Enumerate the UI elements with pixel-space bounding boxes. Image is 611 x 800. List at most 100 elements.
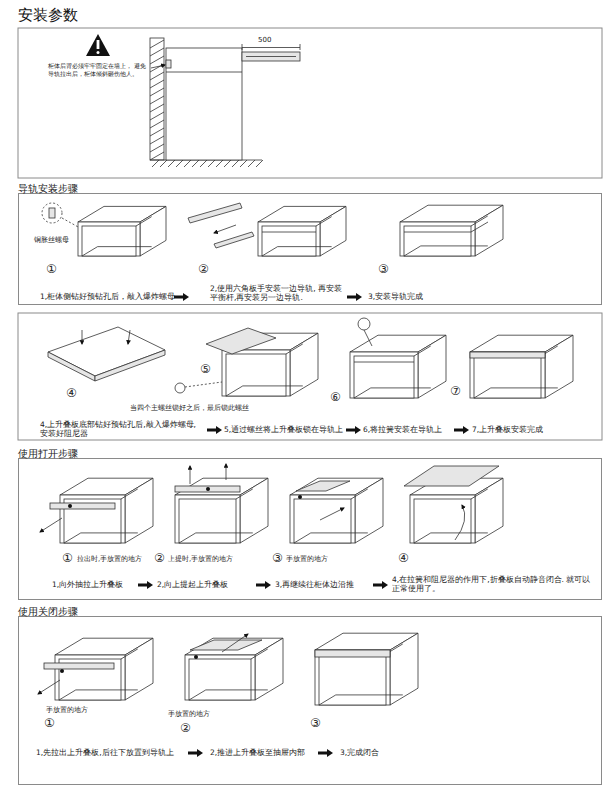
motion-arrow	[40, 518, 62, 532]
cabinet-side	[475, 205, 503, 256]
step-arrow	[346, 426, 361, 434]
board	[48, 327, 165, 376]
callout-number: ⑦	[450, 384, 461, 399]
tool-line	[364, 330, 372, 346]
board-edge	[95, 350, 165, 381]
cabinet-inner-edge	[414, 533, 488, 543]
step-arrow	[347, 293, 362, 301]
panel-frame	[18, 313, 602, 440]
floor-hatch	[256, 160, 263, 167]
hand-dot	[60, 669, 64, 673]
cabinet-opening	[179, 499, 236, 543]
step-arrow	[454, 426, 469, 434]
cabinet-inner-edge	[121, 489, 138, 499]
floor-hatch	[176, 160, 183, 167]
step-arrow	[318, 749, 333, 757]
motion-arrow	[320, 508, 344, 520]
section-heading: 使用打开步骤	[18, 448, 78, 460]
motion-arrow	[38, 680, 60, 694]
page-title: 安装参数	[18, 6, 78, 24]
step-arrow	[256, 581, 271, 589]
cabinet-side	[545, 335, 573, 398]
dimension: 500	[258, 36, 271, 45]
wall-hatch	[150, 64, 164, 72]
floor-hatch	[160, 160, 167, 167]
step-arrow	[373, 581, 388, 589]
note: 当四个主螺丝锁好之后，最后锁此螺丝	[130, 404, 249, 413]
hand-dot	[68, 504, 72, 508]
floor-hatch	[192, 160, 199, 167]
screw-arrow	[128, 330, 130, 344]
cabinet-inner-edge	[179, 533, 253, 543]
cabinet-front	[350, 352, 418, 398]
callout-number: ③	[378, 262, 389, 277]
step-caption: 5,通过螺丝将上升叠板锁在导轨上	[224, 425, 343, 434]
board-edge	[470, 352, 545, 358]
cabinet-line	[166, 72, 242, 73]
callout-number: ④	[66, 386, 77, 401]
nut-symbol	[49, 208, 55, 218]
wall	[150, 38, 164, 160]
cabinet-opening	[354, 356, 414, 398]
floor-hatch	[224, 160, 231, 167]
cabinet-front	[290, 495, 355, 543]
floor-hatch	[200, 160, 207, 167]
cabinet-side	[418, 335, 446, 398]
dimension-line	[242, 47, 300, 48]
motion-arrow	[190, 466, 191, 484]
callout-number: ①	[46, 262, 57, 277]
section-heading: 导轨安装步骤	[18, 183, 78, 195]
hand-dot	[206, 487, 210, 491]
cabinet-inner-edge	[351, 489, 368, 499]
step-caption: 7,上升叠板安装完成	[472, 425, 543, 434]
cabinet-inner-edge	[59, 690, 138, 700]
hand-dot	[194, 655, 198, 659]
floor-hatch	[248, 160, 255, 167]
cabinet-side-view	[166, 48, 242, 160]
rail	[471, 222, 488, 232]
leader-line	[62, 218, 80, 228]
panel-frame	[18, 28, 602, 178]
part-name: 铜胀丝螺母	[34, 236, 69, 245]
cabinet-front	[55, 655, 125, 700]
cabinet-opening	[189, 659, 251, 700]
floor-hatch	[240, 160, 247, 167]
cabinet-inner-edge	[251, 649, 268, 659]
dimension-tick	[300, 44, 301, 50]
rail	[188, 203, 242, 223]
cabinet-inner-edge	[404, 246, 488, 256]
step-arrow	[138, 581, 153, 589]
step-caption: 1,柜体侧钻好预钻孔后，敲入爆炸螺母	[40, 292, 175, 301]
callout-number: ②	[180, 721, 191, 736]
board	[206, 328, 276, 354]
floor-hatch	[168, 160, 175, 167]
step-caption: 4,在拉簧和阻尼器的作用下,折叠板自动静音闭合. 就可以正常使用了。	[392, 575, 592, 594]
hand-dot	[298, 495, 302, 499]
hand-note: 拉出时,手放置的地方	[77, 555, 142, 564]
cabinet-side	[390, 633, 418, 705]
wall-hatch	[150, 88, 164, 96]
detail-circle	[42, 203, 62, 223]
hand-note: 上提时,手放置的地方	[168, 555, 233, 564]
hand-note: 手放置的地方	[168, 710, 210, 719]
callout-number: ②	[198, 262, 209, 277]
cabinet-inner-edge	[354, 388, 431, 398]
lifted-board	[404, 466, 499, 486]
board	[175, 486, 240, 492]
callout-number: ①	[62, 551, 73, 566]
step-caption: 2,推进上升叠板至抽屉内部	[210, 748, 305, 757]
section-heading: 使用关闭步骤	[18, 606, 78, 618]
cabinet-front	[60, 495, 125, 543]
cabinet-front	[78, 222, 140, 256]
wall-hatch	[150, 112, 164, 120]
rail	[404, 232, 471, 233]
motion-arrow	[214, 225, 236, 233]
wall-hatch	[150, 144, 164, 152]
cabinet-inner-edge	[471, 216, 488, 226]
step-caption: 3,完成闭合	[340, 748, 379, 757]
board	[44, 663, 114, 669]
cabinet-inner-edge	[189, 690, 268, 700]
step-caption: 1,先拉出上升叠板,后往下放置到导轨上	[36, 748, 174, 757]
